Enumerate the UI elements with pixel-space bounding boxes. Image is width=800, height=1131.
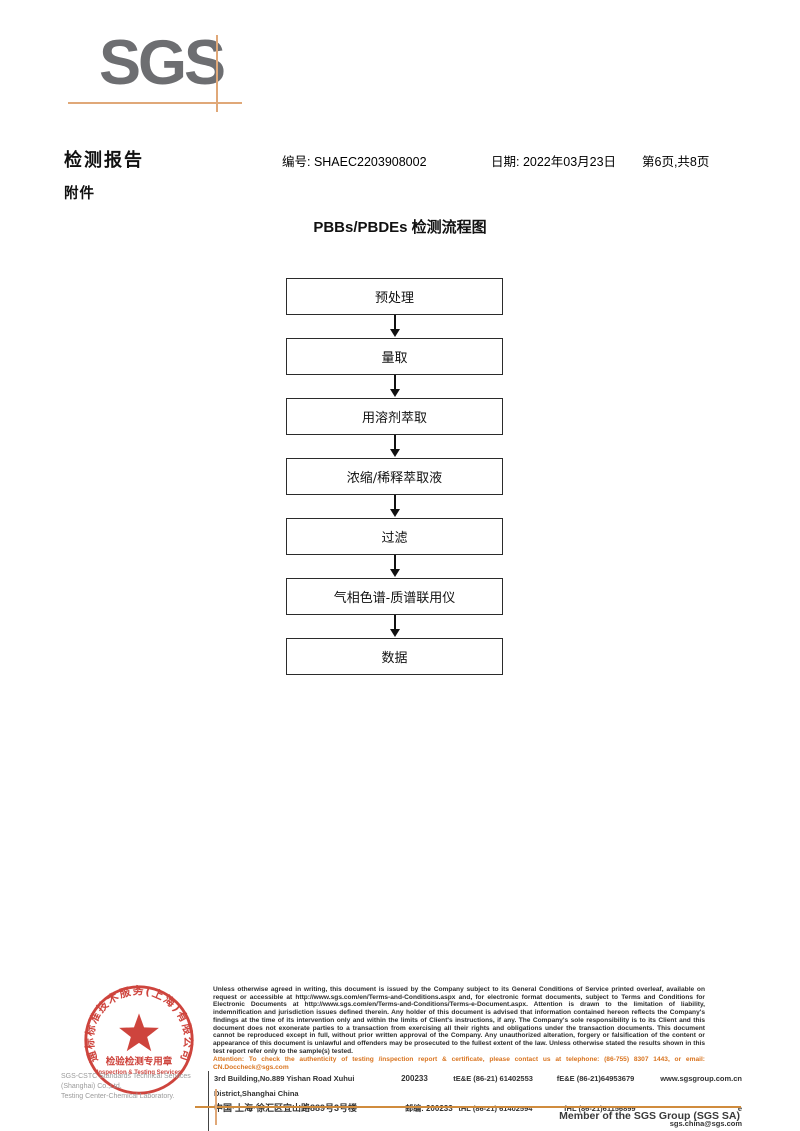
company-name-line1: SGS-CSTC Standards Technical Services (S… xyxy=(61,1073,191,1090)
sgs-logo: SGS xyxy=(99,28,226,98)
attachment-label: 附件 xyxy=(64,186,95,202)
postcode-english: 200233 xyxy=(401,1074,428,1083)
postcode-chinese: 邮编: 200233 xyxy=(405,1104,453,1113)
telephone-english: tE&E (86-21) 61402553 xyxy=(453,1074,533,1083)
legal-terms-paragraph: Unless otherwise agreed in writing, this… xyxy=(213,986,705,1055)
flow-step-pretreatment: 预处理 xyxy=(286,278,503,315)
report-number: 编号: SHAEC2203908002 xyxy=(282,155,427,169)
arrow-down-icon xyxy=(286,555,503,578)
flowchart: 预处理 量取 用溶剂萃取 浓缩/稀释萃取液 过滤 气相色谱-质谱联用仪 数据 xyxy=(286,278,503,675)
arrow-down-icon xyxy=(286,615,503,638)
flow-step-data: 数据 xyxy=(286,638,503,675)
flow-step-concentrate-dilute: 浓缩/稀释萃取液 xyxy=(286,458,503,495)
fax-english: fE&E (86-21)64953679 xyxy=(556,1074,635,1083)
company-name-line2: Testing Center-Chemical Laboratory. xyxy=(61,1093,175,1100)
telephone-chinese: tHL (86-21) 61402594 xyxy=(458,1104,533,1113)
attention-notice: Attention: To check the authenticity of … xyxy=(213,1056,705,1072)
company-name-block: SGS-CSTC Standards Technical Services (S… xyxy=(61,1072,221,1102)
flowchart-title: PBBs/PBDEs 检测流程图 xyxy=(313,219,487,236)
fax-chinese: fHL (86-21)61156899 xyxy=(564,1104,636,1113)
legal-text-block: Unless otherwise agreed in writing, this… xyxy=(213,986,705,1072)
address-chinese: 中国·上海·徐汇区宜山路889号3号楼 xyxy=(214,1103,358,1113)
stamp-purpose-text: 检验检测专用章 xyxy=(106,1056,173,1068)
flow-step-solvent-extraction: 用溶剂萃取 xyxy=(286,398,503,435)
arrow-down-icon xyxy=(286,315,503,338)
company-stamp: 通标标准技术服务(上海)有限公司 检验检测专用章 Inspection & Te… xyxy=(82,983,196,1097)
address-row-english: 3rd Building,No.889 Yishan Road Xuhui Di… xyxy=(214,1071,742,1101)
report-date: 日期: 2022年03月23日 xyxy=(491,155,617,169)
arrow-down-icon xyxy=(286,375,503,398)
address-row-chinese: 中国·上海·徐汇区宜山路889号3号楼 邮编: 200233 tHL (86-2… xyxy=(214,1101,742,1131)
report-title: 检测报告 xyxy=(64,150,144,170)
star-icon xyxy=(119,1013,159,1052)
sgs-member-note: Member of the SGS Group (SGS SA) xyxy=(559,1110,740,1122)
arrow-down-icon xyxy=(286,495,503,518)
footer-divider-line xyxy=(195,1106,741,1108)
website-url: www.sgsgroup.com.cn xyxy=(660,1074,743,1083)
email-address: e sgs.china@sgs.com xyxy=(669,1104,743,1128)
address-block: 3rd Building,No.889 Yishan Road Xuhui Di… xyxy=(208,1071,742,1131)
page-number: 第6页,共8页 xyxy=(642,155,710,169)
address-english: 3rd Building,No.889 Yishan Road Xuhui Di… xyxy=(214,1074,355,1098)
flow-step-measure: 量取 xyxy=(286,338,503,375)
flow-step-filter: 过滤 xyxy=(286,518,503,555)
flow-step-gcms: 气相色谱-质谱联用仪 xyxy=(286,578,503,615)
footer-registration-mark xyxy=(215,1089,217,1125)
logo-horizontal-line xyxy=(68,102,242,104)
arrow-down-icon xyxy=(286,435,503,458)
stamp-seal-icon: 通标标准技术服务(上海)有限公司 检验检测专用章 Inspection & Te… xyxy=(82,983,194,1095)
logo-vertical-line xyxy=(216,35,218,112)
stamp-english-text: Inspection & Testing Services xyxy=(97,1070,182,1076)
